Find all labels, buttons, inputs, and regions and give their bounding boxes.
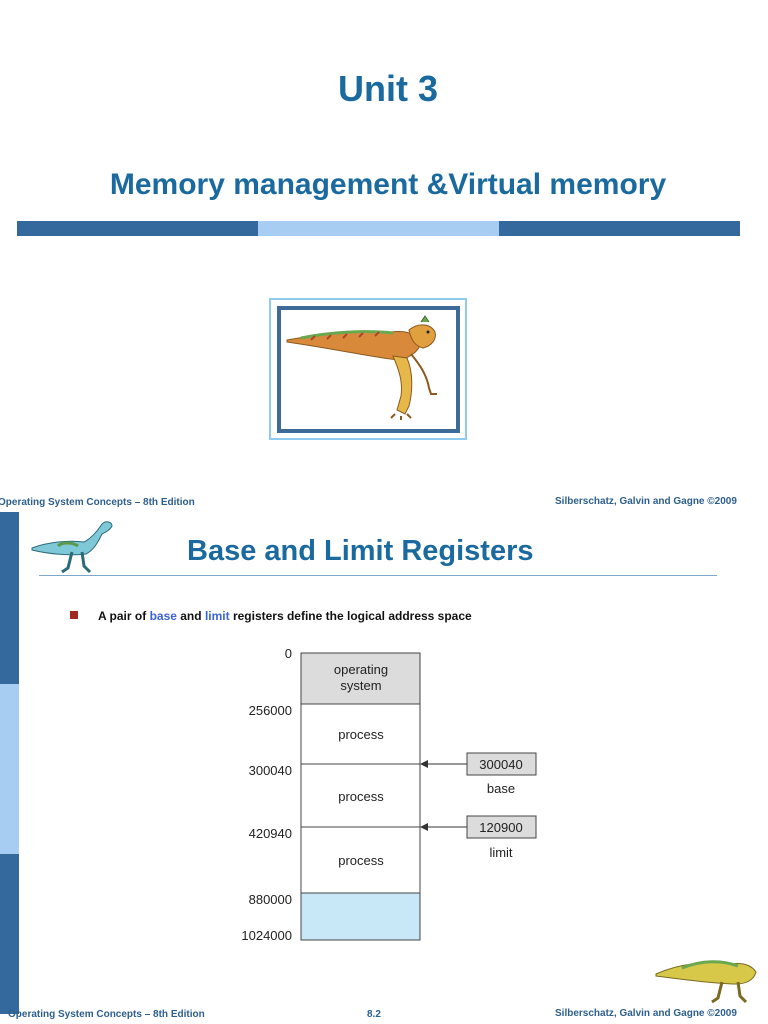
segment-process-2 — [300, 763, 421, 828]
slide2-footer-right: Silberschatz, Galvin and Gagne ©2009 — [555, 1008, 737, 1019]
dinosaur-mascot-right — [652, 950, 762, 1011]
segment-label-os-line1: operating — [334, 662, 388, 677]
side-bar-bottom — [0, 854, 19, 1014]
slide1-subtitle: Memory management &Virtual memory — [109, 168, 667, 201]
base-register-value: 300040 — [479, 757, 522, 772]
bullet-suffix: registers define the logical address spa… — [229, 609, 472, 623]
keyword-base: base — [149, 609, 177, 623]
address-label: 420940 — [249, 826, 292, 841]
dinosaur-mascot-right-icon — [655, 960, 757, 1004]
bullet-prefix: A pair of — [98, 609, 150, 623]
segment-operating-system — [300, 652, 421, 705]
title-underline — [39, 575, 717, 576]
segment-free — [300, 892, 421, 941]
segment-label-process-2: process — [338, 789, 384, 804]
divider-bar-middle — [258, 221, 499, 236]
segment-label-os-line2: system — [340, 678, 381, 693]
address-label: 0 — [285, 646, 292, 661]
address-label: 1024000 — [241, 928, 292, 943]
slide1-footer-right: Silberschatz, Galvin and Gagne ©2009 — [555, 496, 737, 507]
address-label: 880000 — [249, 892, 292, 907]
divider-bar-right — [499, 221, 740, 236]
limit-register-value: 120900 — [479, 820, 522, 835]
divider-bar-left — [17, 221, 258, 236]
bullet-marker — [70, 611, 78, 619]
address-label: 300040 — [249, 763, 292, 778]
slide2-page-number: 8.2 — [367, 1009, 381, 1020]
base-register-box — [466, 752, 537, 776]
base-register-label: base — [487, 781, 515, 796]
limit-register-label: limit — [489, 845, 512, 860]
slide1-footer-left: Operating System Concepts – 8th Edition — [0, 497, 195, 508]
limit-register-box — [466, 815, 537, 839]
slide2-title: Base and Limit Registers — [187, 535, 534, 567]
segment-process-1 — [300, 703, 421, 765]
slide2-footer-left: Operating System Concepts – 8th Edition — [8, 1009, 205, 1020]
slide1-title: Unit 3 — [337, 68, 438, 109]
dinosaur-icon — [286, 315, 437, 420]
segment-label-process-1: process — [338, 727, 384, 742]
bullet-mid: and — [176, 609, 205, 623]
segment-process-3 — [300, 826, 421, 894]
dinosaur-mascot-left-icon — [31, 521, 113, 574]
memory-diagram: operating system process process process… — [230, 643, 540, 952]
address-label: 256000 — [249, 703, 292, 718]
dinosaur-mascot-left — [28, 516, 118, 581]
segment-label-process-3: process — [338, 853, 384, 868]
dinosaur-illustration — [277, 306, 460, 433]
side-bar-middle — [0, 684, 19, 854]
side-bar-top — [0, 512, 19, 684]
keyword-limit: limit — [204, 609, 230, 623]
bullet-text: A pair of base and limit registers defin… — [98, 609, 472, 623]
